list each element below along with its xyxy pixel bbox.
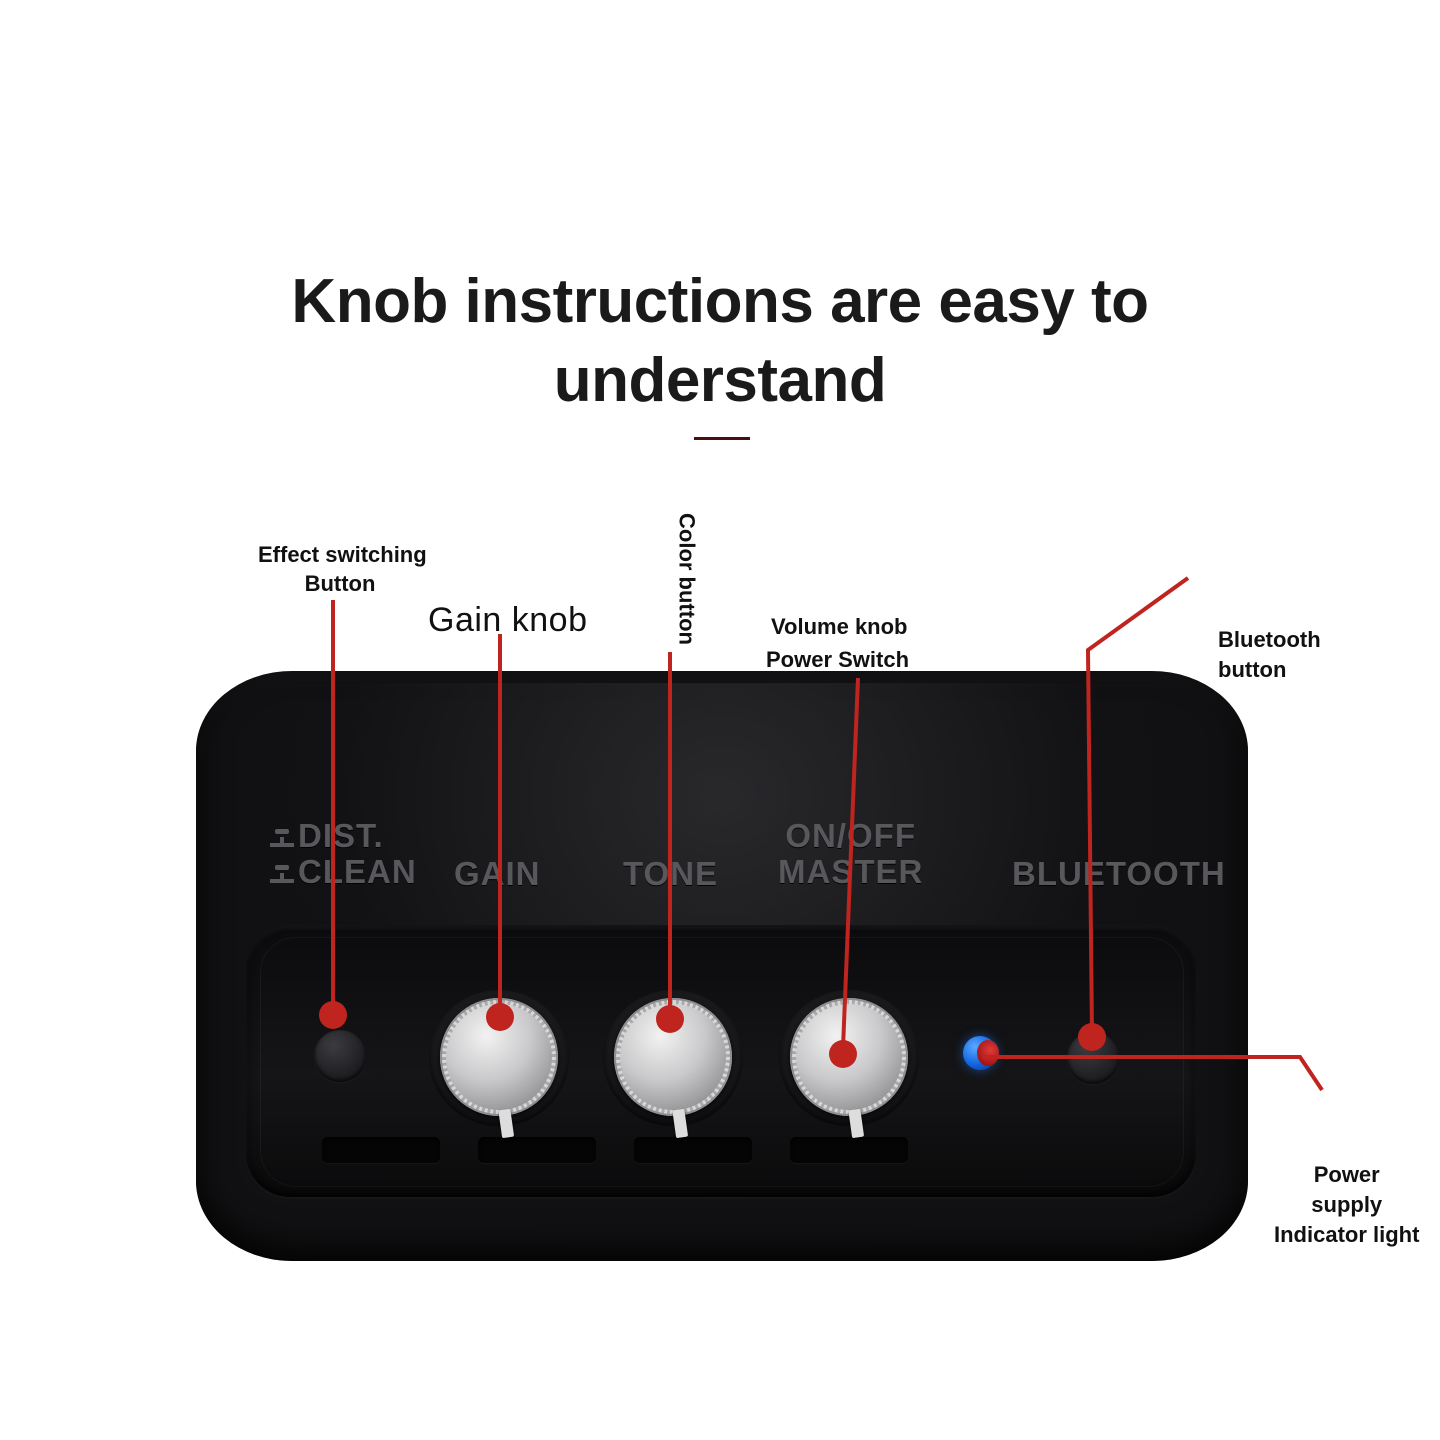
gain-knob[interactable] [429, 990, 569, 1139]
vent-slot [322, 1137, 440, 1163]
printed-label-tone: TONE [623, 855, 719, 892]
master-volume-knob[interactable] [779, 990, 919, 1139]
annotation-effect-line-1: Effect switching [258, 542, 427, 567]
printed-label-onoff-master: ON/OFF MASTER [778, 818, 923, 889]
printed-label-dist-clean: DIST. CLEAN [268, 818, 417, 889]
power-indicator-led [963, 1036, 999, 1070]
printed-label-clean-text: CLEAN [298, 852, 417, 890]
annotation-power-switch: Power Switch [766, 647, 910, 672]
page-title-line-2: understand [553, 346, 887, 416]
printed-label-dist-text: DIST. [298, 817, 384, 854]
printed-label-master-text: MASTER [778, 852, 924, 890]
knob-cap [614, 998, 732, 1116]
title-divider [694, 437, 750, 440]
printed-label-bluetooth: BLUETOOTH [1012, 855, 1226, 892]
printed-label-onoff-text: ON/OFF [785, 817, 916, 854]
annotation-volume-knob: Volume knob [771, 614, 908, 639]
printed-label-gain: GAIN [454, 855, 541, 892]
page-title-line-1: Knob instructions are easy to [291, 267, 1149, 336]
vent-slot [478, 1137, 596, 1163]
annotation-bluetooth-button: Bluetooth button [1218, 625, 1321, 684]
bluetooth-button[interactable] [1067, 1032, 1119, 1084]
knob-cap [440, 998, 558, 1116]
knob-cap [790, 998, 908, 1116]
annotation-effect-line-2: Button [304, 571, 376, 597]
annotation-gain-knob: Gain knob [428, 601, 588, 639]
vent-slot [634, 1137, 752, 1163]
toggle-switch-icon-down [268, 864, 296, 885]
toggle-switch-icon-up [268, 829, 296, 849]
effect-switch-button[interactable] [314, 1030, 366, 1082]
annotation-bluetooth-line-1: Bluetooth [1218, 627, 1321, 652]
annotation-color-button: Color button [674, 513, 700, 645]
annotation-effect-switching-button: Effect switching Button [258, 540, 427, 599]
vent-slot [790, 1137, 908, 1163]
page-title: Knob instructions are easy to understand [0, 262, 1440, 421]
annotation-supply-line-2: supply [1311, 1191, 1383, 1217]
annotation-power-supply-indicator: Power supply Indicator light [1274, 1160, 1419, 1250]
tone-knob[interactable] [603, 990, 743, 1139]
annotation-supply-line-3: Indicator light [1274, 1221, 1420, 1247]
annotation-supply-line-1: Power [1313, 1162, 1380, 1187]
annotation-bluetooth-line-2: button [1218, 656, 1287, 682]
